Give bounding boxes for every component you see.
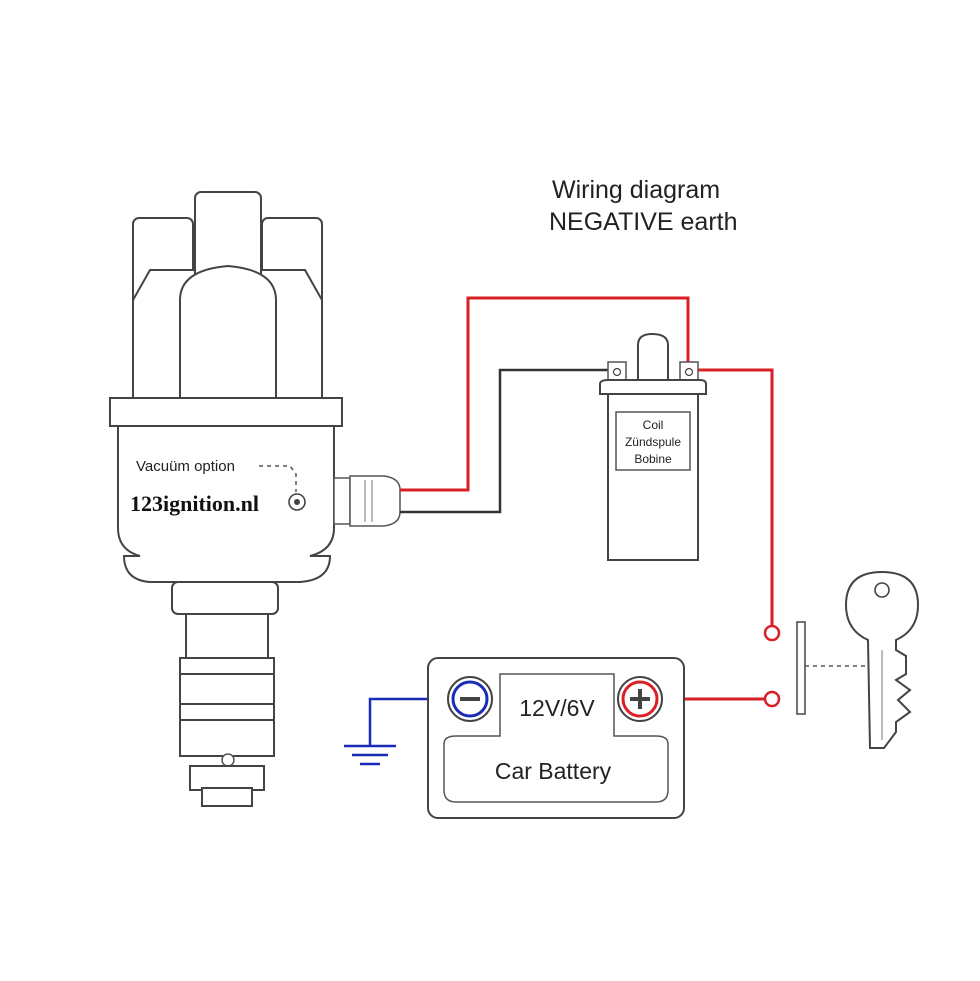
battery-inner-panel: [443, 673, 669, 803]
wire-distributor-to-coil-negative: [400, 368, 618, 514]
ignition-key-icon: [844, 570, 920, 749]
distributor-shaft-ring-4: [179, 719, 275, 757]
distributor-drive-dog: [201, 787, 253, 807]
coil-label-line-3: Bobine: [634, 452, 672, 466]
vacuum-option-leader: [259, 465, 297, 492]
distributor-shaft-pin: [221, 753, 235, 767]
minus-icon: [460, 697, 480, 701]
distributor-icon: Vacuüm option 123ignition.nl: [109, 191, 401, 807]
distributor-shaft-ring-1: [179, 657, 275, 675]
distributor-shaft-upper: [185, 613, 269, 659]
vacuum-option-label: Vacuüm option: [136, 458, 235, 475]
coil-label-box: [615, 411, 691, 471]
distributor-housing: [117, 425, 335, 583]
coil-collar: [599, 379, 707, 395]
distributor-lower-ring: [171, 581, 279, 615]
switch-terminal-lower: [763, 690, 781, 708]
coil-label-line-2: Zündspule: [625, 435, 681, 449]
coil-label-line-1: Coil: [643, 418, 664, 432]
distributor-flange: [109, 397, 343, 427]
battery-name-label: Car Battery: [495, 758, 612, 784]
distributor-center-boot: [179, 264, 277, 399]
switch-contact-bar: [796, 621, 806, 715]
distributor-shaft-ring-3: [179, 703, 275, 721]
distributor-brand-label: 123ignition.nl: [130, 491, 259, 516]
distributor-drive-base: [189, 765, 265, 791]
battery-icon: 12V/6V Car Battery: [427, 657, 685, 819]
coil-hv-tower: [637, 332, 669, 381]
wire-distributor-to-coil-positive: [400, 296, 690, 492]
wire-coil-to-ignition-switch: [688, 368, 774, 626]
distributor-connector-collar: [333, 477, 351, 525]
wire-battery-to-ground: [368, 697, 450, 745]
diagram-title-line-2: NEGATIVE earth: [549, 208, 738, 236]
switch-terminal-upper: [763, 624, 781, 642]
key-ring-hole: [874, 582, 890, 598]
battery-voltage-label: 12V/6V: [519, 695, 595, 721]
distributor-shaft-ring-2: [179, 673, 275, 705]
diagram-title-line-1: Wiring diagram: [552, 176, 720, 204]
distributor-connector-plug: [349, 475, 401, 527]
switch-icon: [763, 621, 868, 715]
ground-symbol-icon: [344, 744, 396, 766]
coil-icon: Coil Zündspule Bobine: [599, 332, 707, 561]
